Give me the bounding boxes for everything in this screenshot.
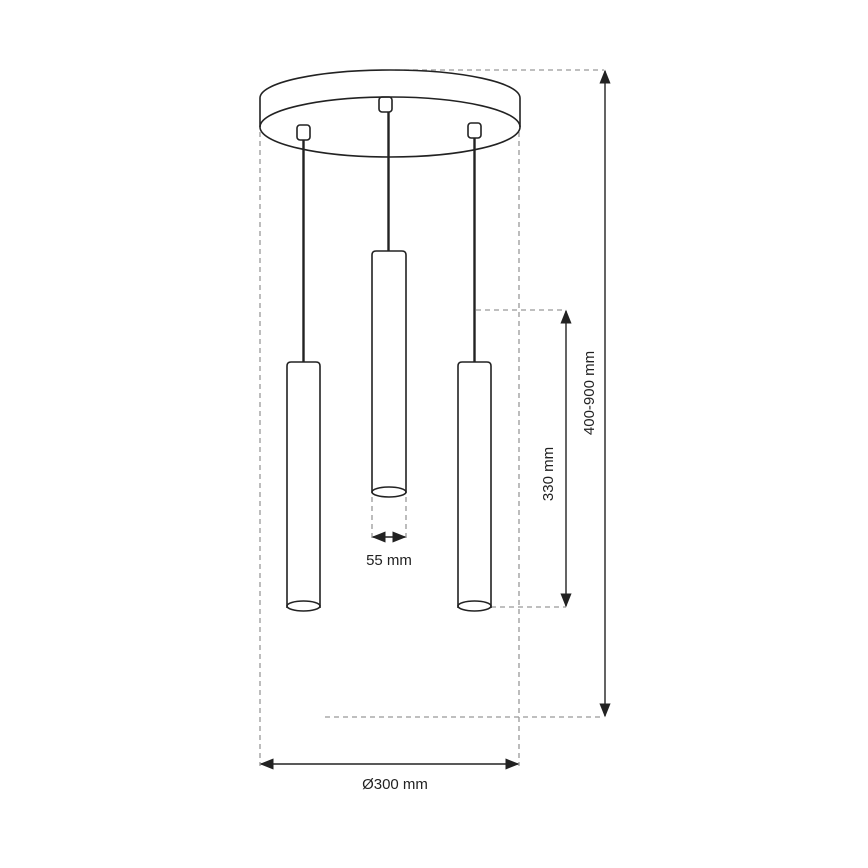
pendant-shade-left [286,361,321,612]
diameter-label: Ø300 mm [362,776,428,793]
guide-lines [259,69,604,766]
suspension-cords [302,112,476,362]
ceiling-canopy [259,69,521,158]
shade-width-label: 55 mm [366,552,412,569]
height-range-label: 400-900 mm [581,351,598,435]
pendant-shade-right [457,361,492,612]
shade-length-label: 330 mm [540,447,557,501]
pendant-shade-center [371,250,407,498]
